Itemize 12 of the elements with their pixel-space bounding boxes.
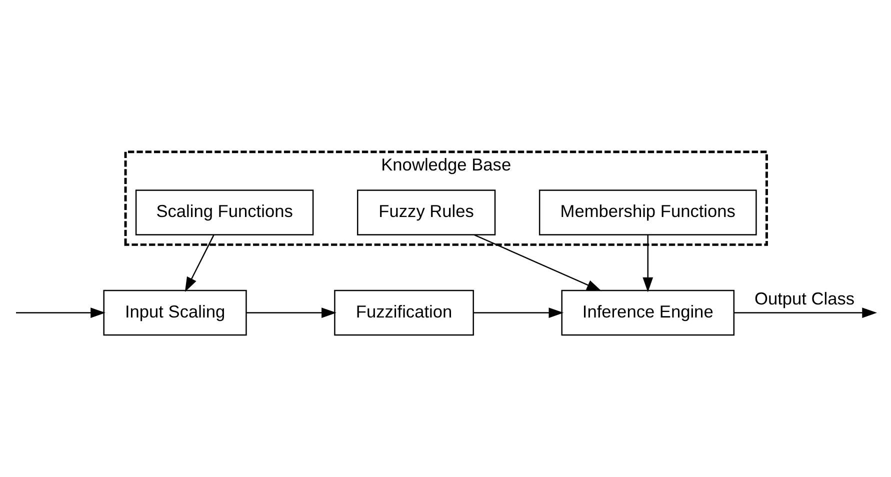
node-box: Inference Engine [561,290,735,336]
arrow [16,308,106,318]
edge-label: Output Class [754,288,855,308]
node-box: Fuzzy Rules [357,190,496,236]
node-box: Input Scaling [103,290,247,336]
arrow [246,308,336,318]
arrow [734,308,878,318]
arrow [474,308,564,318]
node-box: Scaling Functions [135,190,314,236]
node-box: Membership Functions [538,190,757,236]
arrow [642,234,654,292]
node-box: Fuzzification [334,290,474,336]
